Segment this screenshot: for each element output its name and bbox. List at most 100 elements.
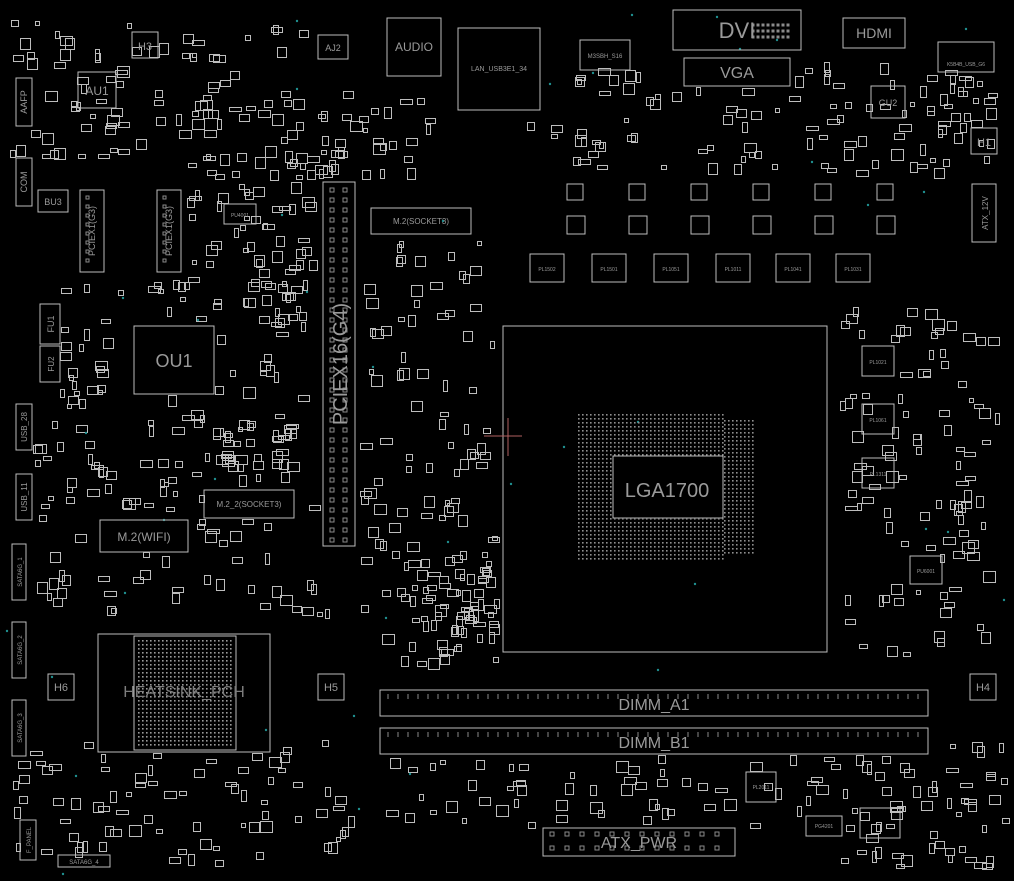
cpu-bga-pad [618,426,620,428]
cpu-bga-pad [594,418,596,420]
cpu-bga-pad [614,526,616,528]
cpu-bga-pad [702,426,704,428]
pch-bga-pad [218,676,220,678]
smd-component [410,596,416,607]
pch-bga-pad [142,724,144,726]
label-au1: AU1 [85,84,109,98]
cpu-bga-pad [614,538,616,540]
pch-bga-pad [166,656,168,658]
pch-bga-pad [158,672,160,674]
front-panel-header [19,819,37,861]
pch-bga-pad [142,664,144,666]
smd-component [261,800,268,805]
pch-bga-pad [202,740,204,742]
smd-component [280,595,293,606]
smd-component [577,79,582,85]
smd-component [464,608,470,620]
choke-pl1051 [653,253,689,283]
cpu-bga-pad [626,542,628,544]
smd-component [144,503,154,508]
cpu-bga-pad [654,414,656,416]
pch-bga-pad [210,644,212,646]
cpu-bga-pad [602,522,604,524]
cpu-bga-pad [670,554,672,556]
cpu-bga-pad [670,426,672,428]
label-pg4201: PG4201 [815,824,834,830]
cpu-bga-pad [722,426,724,428]
pch-bga-pad [226,724,228,726]
smd-component [806,126,819,131]
smd-component [462,590,471,602]
smd-component [228,461,239,472]
smd-component [943,537,956,545]
pch-bga-pad [146,640,148,642]
cpu-bga-pad [718,542,720,544]
smd-component [239,114,250,122]
cpu-bga-pad [594,450,596,452]
cpu-bga-pad [724,524,726,526]
cpu-bga-pad [732,540,734,542]
smd-component [256,852,264,860]
cpu-bga-pad [578,434,580,436]
smd-component [262,224,275,230]
smd-component [175,461,183,468]
cpu-bga-pad [658,450,660,452]
smd-component [473,622,486,627]
cpu-bga-pad [602,550,604,552]
label-pl1041: PL1041 [784,267,801,273]
cpu-bga-pad [582,422,584,424]
cpu-bga-pad [594,482,596,484]
cpu-bga-pad [706,426,708,428]
pch-bga-pad [154,720,156,722]
cpu-bga-pad [744,464,746,466]
pch-bga-pad [154,664,156,666]
cpu-bga-pad [606,474,608,476]
cpu-bga-pad [590,414,592,416]
smd-component [105,126,116,135]
pch-bga-pad [162,656,164,658]
smd-component [309,260,318,271]
smd-component [471,606,479,611]
smd-component [107,606,116,616]
cpu-bga-pad [650,438,652,440]
cpu-bga-pad [662,546,664,548]
smd-component [414,300,420,308]
smd-component [232,557,243,564]
smd-component [445,500,450,506]
cpu-bga-pad [610,454,612,456]
cpu-bga-pad [686,546,688,548]
pch-bga-pad [174,640,176,642]
cpu-bga-pad [610,434,612,436]
cpu-bga-pad [686,438,688,440]
smd-component [61,288,72,294]
cpu-bga-pad [594,490,596,492]
cpu-bga-pad [690,438,692,440]
cpu-bga-pad [744,456,746,458]
smd-component [979,140,984,147]
cpu-bga-pad [662,426,664,428]
slot-pin [85,213,90,218]
atx-pin [684,831,690,837]
pch-bga-pad [198,740,200,742]
label-pu6001: PU6001 [917,569,935,575]
smd-component [350,121,363,132]
cpu-bga-pad [650,446,652,448]
slot-pin [342,417,348,423]
cpu-bga-pad [578,506,580,508]
smd-component [167,307,172,317]
smd-component [386,810,399,817]
cpu-bga-pad [598,446,600,448]
smd-component [335,151,348,158]
smd-component [431,620,437,631]
cpu-bga-pad [590,526,592,528]
pch-bga-pad [178,668,180,670]
cpu-bga-pad [698,518,700,520]
smd-component [850,394,857,399]
slot-pin [342,477,348,483]
cpu-bga-pad [706,522,708,524]
cpu-bga-pad [740,532,742,534]
smd-component [33,445,43,454]
smd-component [396,257,403,267]
pch-bga-pad [170,708,172,710]
smd-component [456,644,462,652]
